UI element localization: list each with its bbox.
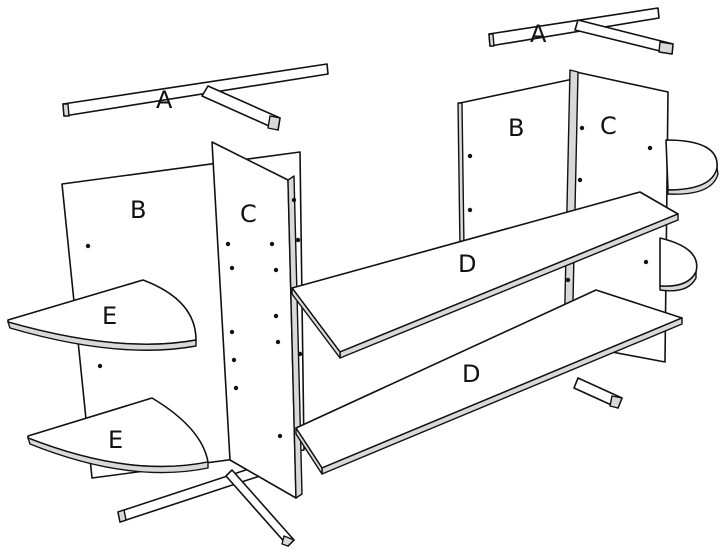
shelf-d-bottom bbox=[295, 289, 683, 475]
panel-c-left bbox=[211, 141, 303, 499]
label-e-bottom: E bbox=[108, 426, 123, 454]
label-b-left: B bbox=[130, 196, 146, 224]
label-a-left: A bbox=[156, 86, 173, 114]
shelf-e-left-lower bbox=[27, 397, 209, 474]
label-d-top: D bbox=[458, 250, 476, 278]
label-b-right: B bbox=[508, 114, 524, 142]
label-a-right: A bbox=[530, 20, 547, 48]
foot-right bbox=[573, 377, 623, 409]
bracket-a-right bbox=[488, 7, 674, 55]
panel-b-right bbox=[457, 77, 581, 249]
shelf-e-right-lower bbox=[659, 237, 698, 292]
shelf-d-top bbox=[291, 191, 679, 359]
label-c-left: C bbox=[240, 200, 257, 228]
label-e-top: E bbox=[102, 302, 117, 330]
bracket-a-left bbox=[62, 63, 329, 131]
foot-left bbox=[117, 461, 295, 547]
shelf-e-left-upper bbox=[7, 279, 197, 351]
shelf-e-right-upper bbox=[665, 139, 719, 195]
label-c-right: C bbox=[600, 112, 617, 140]
label-d-bottom: D bbox=[462, 360, 480, 388]
